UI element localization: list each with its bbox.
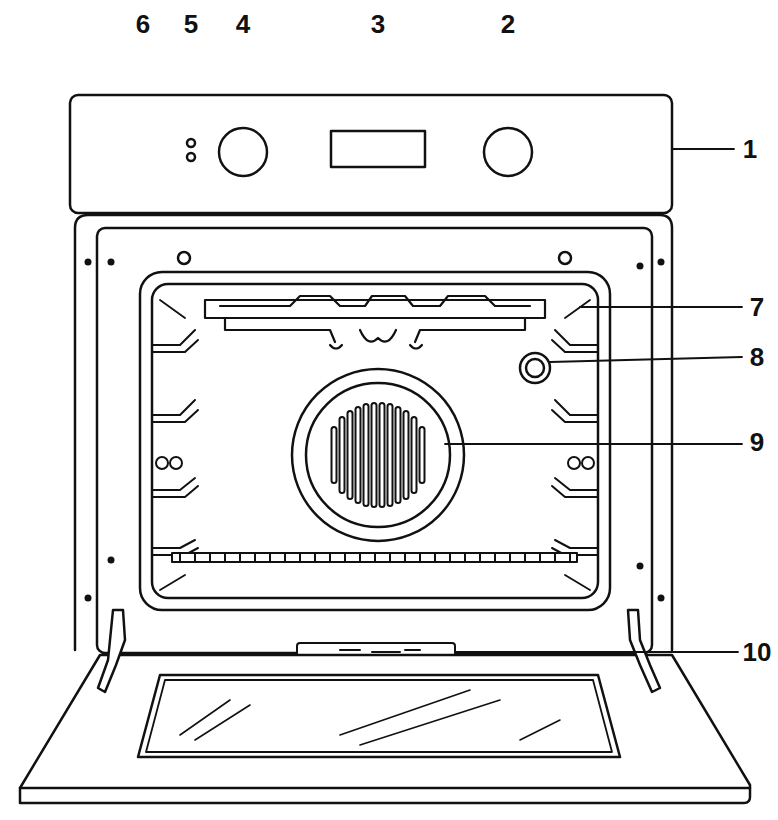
control-panel-part xyxy=(484,128,532,176)
fan-grille-part xyxy=(372,403,377,507)
leader-line-part xyxy=(580,306,742,308)
cavity-edge-part xyxy=(152,320,598,580)
oven-door-part xyxy=(20,655,750,803)
cavity-edge xyxy=(152,300,598,590)
oven-body-part xyxy=(178,252,190,264)
fan-grille-part xyxy=(340,417,345,493)
door-hinge xyxy=(98,610,660,692)
fan-grille-part xyxy=(412,417,417,493)
oven-body-part xyxy=(152,284,598,598)
leader-line-part xyxy=(445,443,742,445)
side-rack-part xyxy=(568,457,580,469)
oven-body-part xyxy=(559,252,571,264)
side-rack-part xyxy=(552,478,598,497)
fan-grille-part xyxy=(396,407,401,503)
fan-cover xyxy=(292,369,464,541)
fan-grille-part xyxy=(380,403,385,507)
callout-number: 6 xyxy=(136,11,150,37)
oven-door-part xyxy=(180,690,560,745)
door-hinge-part xyxy=(98,610,125,692)
heating-element xyxy=(205,296,545,349)
side-rack-part xyxy=(170,457,182,469)
fan-grille-part xyxy=(388,404,393,506)
door-hinge-part xyxy=(628,610,660,692)
control-panel-part xyxy=(70,95,672,213)
side-rack xyxy=(152,330,598,555)
oven-lamp-part xyxy=(520,353,550,383)
oven-lamp-part xyxy=(526,359,544,377)
screw xyxy=(85,259,665,602)
screw-part xyxy=(108,557,115,564)
side-rack-part xyxy=(152,330,198,352)
callout-number: 3 xyxy=(371,11,385,37)
screw-part xyxy=(637,263,644,270)
fan-cover-part xyxy=(292,369,464,541)
callout-number: 1 xyxy=(743,136,757,162)
control-panel-part xyxy=(331,131,425,167)
fan-grille-part xyxy=(420,427,425,483)
heating-element-part xyxy=(330,330,422,349)
oven-door-part xyxy=(20,787,750,790)
callout-number: 7 xyxy=(750,294,764,320)
side-rack-part xyxy=(552,400,598,422)
side-rack-part xyxy=(152,400,198,422)
control-panel-part xyxy=(219,128,267,176)
cavity-edge-part xyxy=(160,300,590,590)
screw-part xyxy=(85,259,92,266)
oven-lamp xyxy=(520,353,550,383)
screw-part xyxy=(658,259,665,266)
control-panel xyxy=(70,95,672,213)
control-panel-part xyxy=(187,139,195,147)
oven-body xyxy=(75,215,672,653)
side-rack-part xyxy=(156,457,168,469)
fan-grille-part xyxy=(332,427,337,483)
side-rack-part xyxy=(552,330,598,352)
screw-part xyxy=(658,595,665,602)
oven-door-part xyxy=(146,680,612,752)
leader-line-part xyxy=(455,651,738,653)
side-rack-part xyxy=(152,478,198,497)
leader-line-part xyxy=(550,357,742,362)
fan-grille-part xyxy=(364,404,369,506)
fan-grille xyxy=(332,403,425,507)
screw-part xyxy=(637,563,644,570)
fan-grille-part xyxy=(356,407,361,503)
heating-element-part xyxy=(205,300,545,318)
screw-part xyxy=(85,595,92,602)
callout-number: 8 xyxy=(750,344,764,370)
callout-number: 2 xyxy=(501,11,515,37)
wire-shelf xyxy=(172,553,577,562)
fan-cover-part xyxy=(306,383,450,527)
oven-body-part xyxy=(140,272,610,610)
callout-number: 4 xyxy=(236,11,250,37)
screw-part xyxy=(108,259,115,266)
callout-number: 9 xyxy=(750,429,764,455)
wire-shelf-part xyxy=(180,553,570,562)
wire-shelf-part xyxy=(172,553,577,562)
leader-line xyxy=(445,149,742,652)
fan-grille-part xyxy=(348,411,353,499)
leader-line-part xyxy=(672,148,734,150)
oven-body-part xyxy=(97,228,652,653)
oven-door xyxy=(20,655,750,803)
callout-number: 10 xyxy=(743,639,772,665)
heating-element-part xyxy=(225,318,525,342)
oven-body-part xyxy=(75,215,672,650)
callout-number: 5 xyxy=(184,11,198,37)
fan-grille-part xyxy=(404,411,409,499)
heating-element-part xyxy=(220,296,530,306)
control-panel-part xyxy=(187,153,195,161)
oven-door-part xyxy=(138,675,620,757)
side-rack-part xyxy=(582,457,594,469)
